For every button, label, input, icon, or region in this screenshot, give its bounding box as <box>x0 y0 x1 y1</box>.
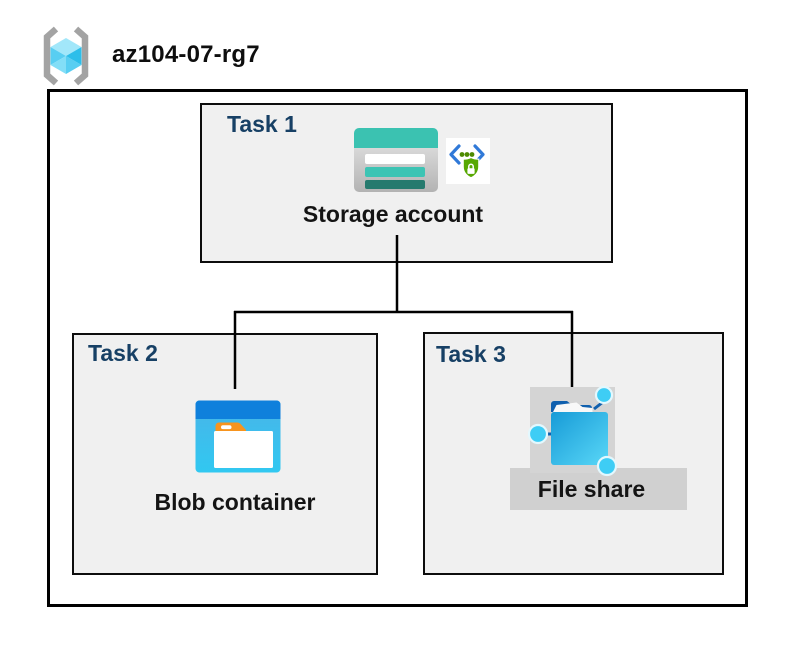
task2-label: Task 2 <box>88 340 158 366</box>
bracket-right <box>73 26 89 86</box>
network-node-bottom <box>596 455 618 477</box>
folder-body <box>214 431 273 468</box>
task2-resource-label: Blob container <box>154 489 316 515</box>
resource-group-icon <box>43 26 89 86</box>
task1-label: Task 1 <box>227 111 297 137</box>
blob-title-bar <box>195 400 281 419</box>
lock-icon <box>468 163 474 169</box>
task1-resource-label: Storage account <box>302 201 484 227</box>
shield-icon <box>462 156 480 179</box>
paper-sheet <box>553 402 593 412</box>
network-node-top <box>594 385 614 405</box>
file-share-icon <box>527 385 618 477</box>
task3-resource-label: File share <box>537 476 646 502</box>
bracket-left <box>43 26 59 86</box>
file-share-label-highlight: File share <box>510 468 687 510</box>
network-node-left <box>527 423 549 445</box>
blob-container-icon <box>195 400 281 473</box>
secure-access-sas-icon <box>446 138 490 184</box>
task3-label: Task 3 <box>436 341 506 367</box>
resource-group-name: az104-07-rg7 <box>112 41 260 68</box>
folder-front <box>551 412 608 465</box>
storage-account-icon <box>354 128 438 192</box>
code-bracket-left <box>449 144 461 165</box>
